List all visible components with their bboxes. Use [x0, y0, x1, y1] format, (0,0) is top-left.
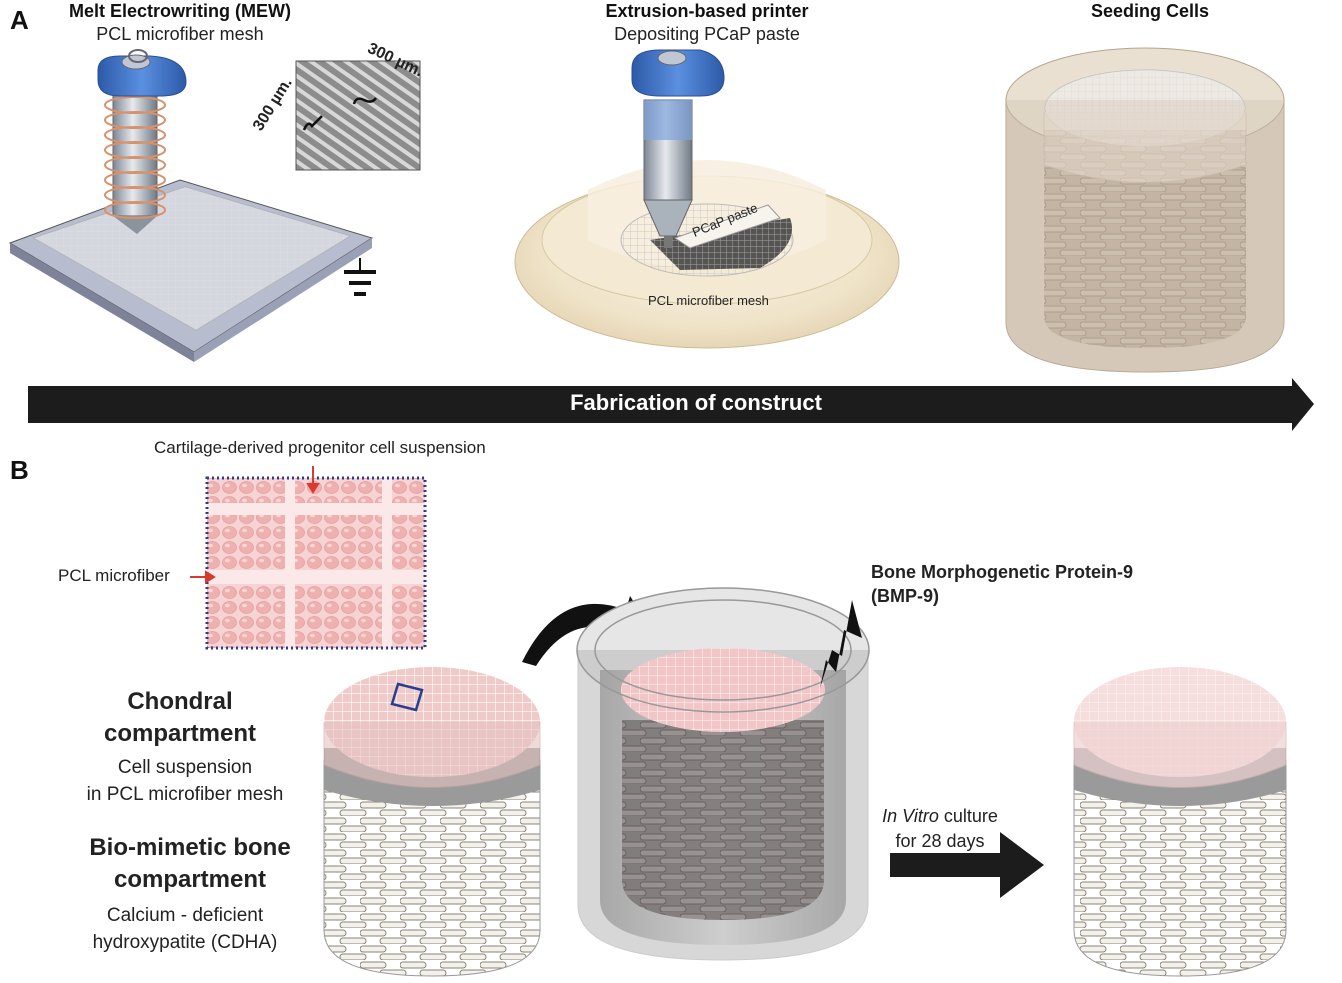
- sem-inset: [295, 60, 421, 171]
- mew-title: Melt Electrowriting (MEW): [69, 1, 291, 21]
- seeding-cylinder: [1005, 47, 1285, 373]
- bmp-label-1: Bone Morphogenetic Protein-9: [871, 562, 1134, 582]
- seeding-title: Seeding Cells: [1090, 1, 1210, 21]
- mew-platform: [8, 179, 374, 362]
- culture-rest: culture: [938, 806, 998, 826]
- bmp-label-2: (BMP-9): [871, 586, 939, 606]
- bone-desc-2: hydroxypatite (CDHA): [92, 932, 278, 953]
- suspension-label: Cartilage-derived progenitor cell suspen…: [154, 438, 486, 457]
- culture-italic: In Vitro: [882, 806, 939, 826]
- lightning-icon: [820, 600, 862, 688]
- fabrication-label: Fabrication of construct: [570, 390, 822, 415]
- bone-title-1: Bio-mimetic bone: [89, 834, 291, 861]
- extrusion-title: Extrusion-based printer: [605, 1, 809, 21]
- culture-arrow: [890, 832, 1044, 898]
- chondral-title-2: compartment: [103, 720, 257, 747]
- panel-letter-a: A: [10, 5, 29, 35]
- mew-subtitle: PCL microfiber mesh: [96, 24, 264, 44]
- extrusion-syringe: [631, 49, 725, 248]
- extrusion-subtitle: Depositing PCaP paste: [614, 24, 800, 44]
- culture-label-2: for 28 days: [895, 831, 985, 851]
- cell-mesh-schematic: [205, 476, 427, 650]
- culture-well: [576, 587, 870, 961]
- fabrication-arrow: [28, 378, 1314, 431]
- chondral-desc-2: in PCL microfiber mesh: [86, 784, 284, 805]
- ground-icon: [344, 258, 376, 296]
- bone-desc-1: Calcium - deficient: [106, 905, 264, 926]
- petri-dish: [514, 160, 900, 349]
- mew-printhead: [97, 49, 187, 234]
- construct-left: [323, 667, 541, 977]
- bone-title-2: compartment: [113, 866, 267, 893]
- panel-letter-b: B: [10, 455, 29, 485]
- mesh-label: PCL microfiber mesh: [648, 293, 769, 308]
- chondral-desc-1: Cell suspension: [117, 757, 253, 778]
- microfiber-label: PCL microfiber: [58, 566, 170, 585]
- red-arrows: [190, 466, 320, 584]
- construct-right: [1073, 667, 1287, 977]
- chondral-title-1: Chondral: [127, 688, 233, 715]
- culture-label-1: In Vitro culture: [860, 806, 1020, 827]
